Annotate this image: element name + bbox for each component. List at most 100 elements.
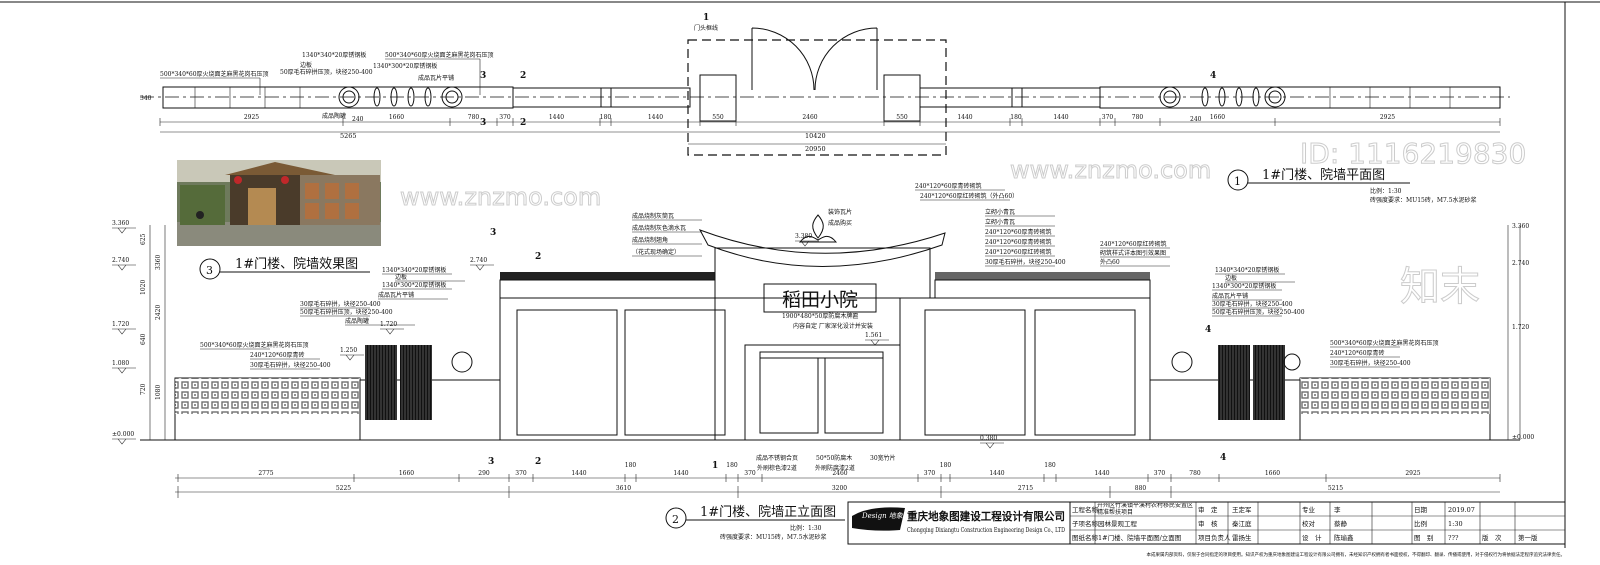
level-value: 2.740	[470, 257, 487, 264]
annotation-label: 500*340*60厚火烧面芝麻黑花岗石压顶	[1330, 339, 1439, 347]
level-marker	[380, 328, 404, 335]
company-logo	[852, 507, 905, 531]
annotation-label: 1340*300*20厚锈钢板	[1212, 282, 1276, 290]
title-block-k: 图纸名称	[1072, 533, 1099, 542]
level-value: 1.720	[112, 321, 129, 328]
plan-title: 1#门楼、院墙平面图	[1262, 168, 1385, 183]
elevation-title: 1#门楼、院墙正立面图	[700, 505, 836, 520]
title-block-r2: 校对	[1302, 519, 1316, 528]
pottery-jar	[451, 351, 473, 373]
dim-value: 5225	[336, 485, 351, 492]
dim-value: 2775	[258, 470, 273, 477]
dim-value: 3200	[832, 485, 847, 492]
annotation-label: 1340*340*20厚锈钢板	[1215, 266, 1279, 274]
level-value: 1.250	[340, 347, 357, 354]
annotation-label: 1340*340*20厚锈钢板	[382, 266, 446, 274]
annotation-label: 成品烧制灰筒瓦	[632, 212, 674, 220]
annotation-label: 240*120*60厚青砖砌筑	[985, 238, 1052, 246]
dim-value: 1660	[1265, 470, 1280, 477]
copyright-notice: 本成果属内部资料，仅限于合同指定的项目使用。知识产权为重庆地象图建设工程设计有限…	[1147, 551, 1566, 558]
section-mark-1: 1	[703, 13, 709, 23]
gate-doors	[744, 344, 901, 441]
section-mark-3: 3	[480, 118, 486, 128]
annotation-label: 边板	[1225, 274, 1237, 282]
title-block-k: 工程名称	[1072, 505, 1099, 514]
title-block-v: 1#门楼、院墙平面图/立面图	[1098, 533, 1181, 542]
side-dim: 720	[140, 383, 147, 395]
render-title-number: 3	[206, 264, 213, 277]
level-value: 1.720	[380, 321, 397, 328]
plan-label: 1340*340*20厚锈钢板	[302, 51, 366, 59]
plan-pottery-jar	[338, 86, 360, 108]
project-name: 开州区竹溪镇平溪村农村移民安置区精准帮扶项目	[1097, 503, 1194, 516]
level-marker	[112, 227, 136, 234]
annotation-label: 成品购买	[828, 219, 852, 227]
annotation-label: 240*120*60厚青砖砌筑	[985, 228, 1052, 236]
plan-label: 成品瓦片平铺	[418, 74, 454, 82]
dim-value: 2925	[244, 114, 259, 121]
watermark-id: ID: 1116219830	[1300, 137, 1526, 170]
dim-value: 5215	[1328, 485, 1343, 492]
dim-value: 3610	[616, 485, 631, 492]
level-value: 0.380	[980, 435, 997, 442]
annotation-label: 装饰瓦片	[828, 208, 852, 216]
dim-value: 1440	[1094, 470, 1109, 477]
level-marker	[980, 442, 1004, 449]
elevation-levels: 3.3602.7401.7201.080±0.0003.3802.7401.72…	[112, 220, 1534, 449]
elevation-view: 稻田小院 3.3602.7401.7201.080±0.0003.3802.74…	[112, 182, 1534, 541]
annotation-label: 30厚毛石碎拼，块径250-400	[1212, 300, 1293, 308]
plan-scale: 比例：1:30	[1370, 187, 1402, 195]
gate-door-right[interactable]	[824, 357, 884, 434]
gate-roof-ridge	[698, 229, 946, 267]
gate-door-left[interactable]	[759, 357, 819, 434]
annotation-label: 1900*480*50厚防腐木牌匾	[782, 312, 858, 320]
annotation-label: 50*50防腐木	[816, 454, 852, 462]
plan-gate-pier-left	[699, 74, 737, 122]
title-block-n3: ???	[1448, 534, 1459, 542]
level-value: ±0.000	[1512, 434, 1534, 441]
plan-wall-right-high	[919, 87, 1101, 108]
side-dim: 1080	[155, 385, 162, 400]
level-value: 1.561	[865, 332, 882, 339]
annotation-label: 30厚毛石碎拼，块径250-400	[985, 258, 1066, 266]
title-block-n2: 陈瑜鑫	[1334, 533, 1354, 542]
annotation-label: （花式现场确定）	[632, 248, 680, 256]
dim-value: 370	[924, 470, 936, 477]
elevation-title-number: 2	[672, 513, 679, 526]
plan-label: 边板	[300, 61, 312, 69]
annotation-label: 立砌小青瓦	[985, 218, 1015, 226]
section-mark-3: 3	[488, 457, 494, 467]
level-marker	[865, 339, 889, 346]
plan-small-dim: 240	[352, 116, 364, 123]
dim-value: 1440	[673, 470, 688, 477]
gate-signboard	[763, 283, 877, 313]
title-block-n1: 秦江庭	[1232, 519, 1252, 528]
section-mark-3: 3	[490, 228, 496, 238]
annotation-label: 外刷棕色漆2道	[757, 464, 797, 472]
company-name-cn: 重庆地象图建设工程设计有限公司	[907, 509, 1065, 523]
section-mark-2: 2	[520, 71, 526, 81]
level-marker	[795, 240, 819, 247]
annotation-label: 成品瓦片平铺	[1212, 292, 1248, 300]
level-marker	[112, 367, 136, 374]
annotation-label: 30厚毛石碎拼，块径250-400	[250, 361, 331, 369]
level-marker	[112, 328, 136, 335]
title-block-r1: 审 定	[1198, 505, 1218, 514]
annotation-label: 砌筑样式详本图引效果图	[1100, 249, 1166, 257]
title-block-n1: 王定军	[1232, 505, 1252, 514]
dim-value: 370	[744, 470, 756, 477]
elevation-note: 砖强度要求：MU15砖，M7.5水泥砂浆	[720, 533, 827, 541]
title-block: Design 地象图 重庆地象图建设工程设计有限公司 Chongqing Dix…	[847, 501, 1566, 558]
annotation-label: 外刷防腐漆2道	[815, 464, 855, 472]
title-block-r3: 比例	[1414, 519, 1427, 528]
plan-note: 砖强度要求：MU15砖，M7.5水泥砂浆	[1370, 196, 1477, 204]
dim-value: 2925	[1405, 470, 1420, 477]
title-block-r4: 版 次	[1482, 533, 1502, 542]
dim-value: 370	[1102, 114, 1114, 121]
level-value: 3.360	[1512, 223, 1529, 230]
plan-title-number: 1	[1234, 175, 1241, 188]
section-mark-1: 1	[712, 461, 718, 471]
plan-gate-roof-outline	[687, 39, 947, 156]
left-wall-cap	[500, 272, 715, 280]
